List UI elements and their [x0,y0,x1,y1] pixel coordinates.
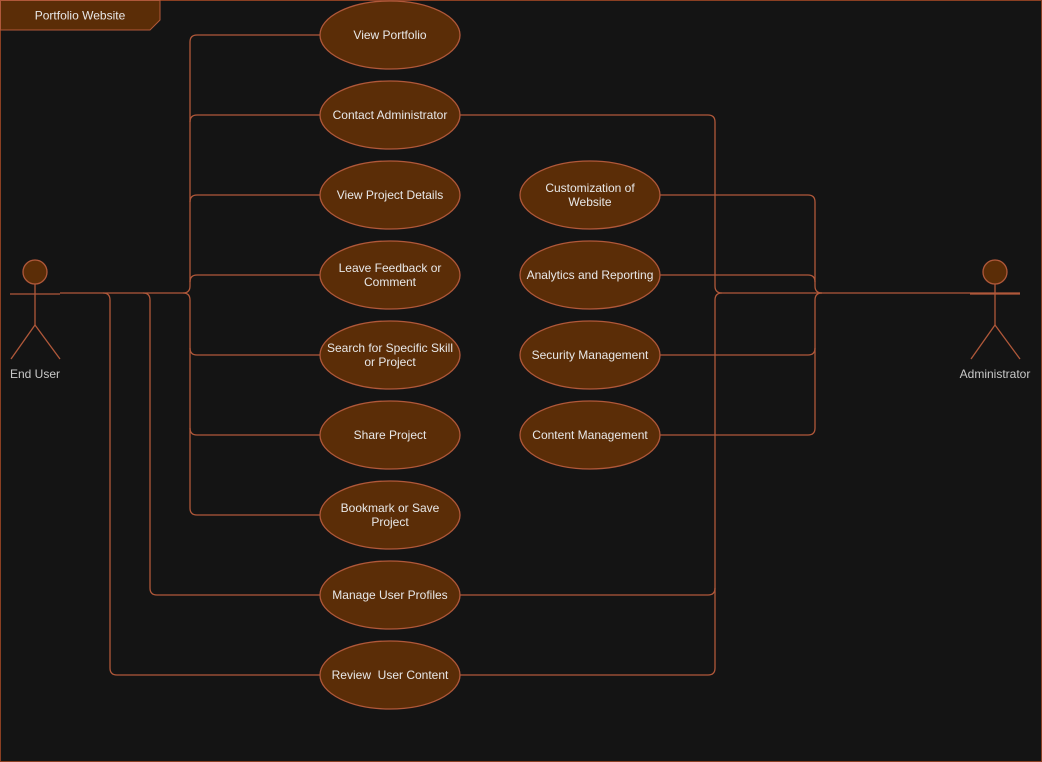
actor-end-user[interactable] [10,259,61,360]
use-case-customization-shape [519,160,661,230]
use-case-share-project-shape [319,400,461,470]
association-admin-security[interactable] [660,347,816,356]
use-case-manage-user-profiles-label: Manage User Profiles [332,588,447,602]
association-end-user-contact-administrator[interactable] [189,114,320,123]
use-case-content-management-shape [519,400,661,470]
actor-administrator-left-leg [970,324,996,360]
use-case-label-line: Manage User Profiles [332,588,447,602]
use-case-label-line: Analytics and Reporting [527,268,654,282]
actor-end-user-label: End User [10,367,60,381]
use-case-label-line: Search for Specific Skill [327,341,453,355]
actor-administrator-label: Administrator [960,367,1031,381]
association-end-user-search-skill[interactable] [182,292,320,516]
frame-title: Portfolio Website [35,9,126,23]
association-end-user-review-user-content[interactable] [102,292,320,676]
association-end-user-leave-feedback[interactable] [189,274,320,283]
use-case-label-line: Leave Feedback or [339,261,442,275]
use-case-analytics[interactable]: Analytics and Reporting [519,240,661,310]
use-case-share-project[interactable]: Share Project [319,400,461,470]
use-case-label-line: Bookmark or Save [341,501,440,515]
actor-administrator-head [982,259,1008,285]
association-admin-analytics[interactable] [660,274,816,283]
use-case-label-line: Contact Administrator [333,108,448,122]
actor-end-user-head [22,259,48,285]
use-case-leave-feedback-shape [319,240,461,310]
use-case-contact-administrator-label: Contact Administrator [333,108,448,122]
use-case-view-project-details-shape [319,160,461,230]
association-admin-manage-user-profiles[interactable] [460,292,723,676]
actor-end-user-right-leg [34,324,61,360]
association-admin-customization[interactable] [660,194,823,294]
association-end-user-view-portfolio[interactable] [60,34,320,294]
frame-title-tab-shape [0,0,161,31]
use-case-label-line: Website [568,195,611,209]
use-case-review-user-content-label: Review User Content [332,668,449,682]
use-case-label-line: Content Management [532,428,648,442]
association-end-user-share-project[interactable] [189,427,320,436]
use-case-analytics-label: Analytics and Reporting [527,268,654,282]
use-case-content-management[interactable]: Content Management [519,400,661,470]
actor-administrator-right-leg [994,324,1021,360]
actor-end-user-left-leg [10,324,36,360]
use-case-search-skill-shape [319,320,461,390]
association-admin-main[interactable] [460,114,1020,294]
use-case-review-user-content-shape [319,640,461,710]
association-lines [60,34,1020,676]
use-case-label-line: Comment [364,275,417,289]
use-case-label-line: or Project [364,355,416,369]
use-case-label-line: Project [371,515,409,529]
use-case-manage-user-profiles-shape [319,560,461,630]
use-case-contact-administrator-shape [319,80,461,150]
use-case-view-portfolio[interactable]: View Portfolio [319,0,461,70]
frame-title-tab: Portfolio Website [0,0,161,31]
use-case-content-management-label: Content Management [532,428,648,442]
use-case-contact-administrator[interactable]: Contact Administrator [319,80,461,150]
association-end-user-search-skill-branch[interactable] [189,347,320,356]
use-case-security-shape [519,320,661,390]
use-case-security-label: Security Management [532,348,649,362]
actor-administrator[interactable] [970,259,1021,360]
association-admin-review-user-content[interactable] [460,587,716,596]
use-case-label-line: View Project Details [337,188,444,202]
association-end-user-view-project-details[interactable] [189,194,320,203]
use-case-security[interactable]: Security Management [519,320,661,390]
association-end-user-manage-user-profiles[interactable] [142,292,320,596]
use-case-label-line: Security Management [532,348,649,362]
use-case-label-line: Review User Content [332,668,449,682]
use-case-label-line: Share Project [354,428,427,442]
use-case-view-portfolio-label: View Portfolio [353,28,426,42]
use-case-label-line: Customization of [545,181,635,195]
use-case-view-portfolio-shape [319,0,461,70]
use-case-view-project-details-label: View Project Details [337,188,444,202]
use-case-view-project-details[interactable]: View Project Details [319,160,461,230]
use-case-bookmark-project-shape [319,480,461,550]
use-case-review-user-content[interactable]: Review User Content [319,640,461,710]
use-case-label-line: View Portfolio [353,28,426,42]
use-case-share-project-label: Share Project [354,428,427,442]
use-case-analytics-shape [519,240,661,310]
use-case-manage-user-profiles[interactable]: Manage User Profiles [319,560,461,630]
association-admin-content-management[interactable] [660,292,823,436]
